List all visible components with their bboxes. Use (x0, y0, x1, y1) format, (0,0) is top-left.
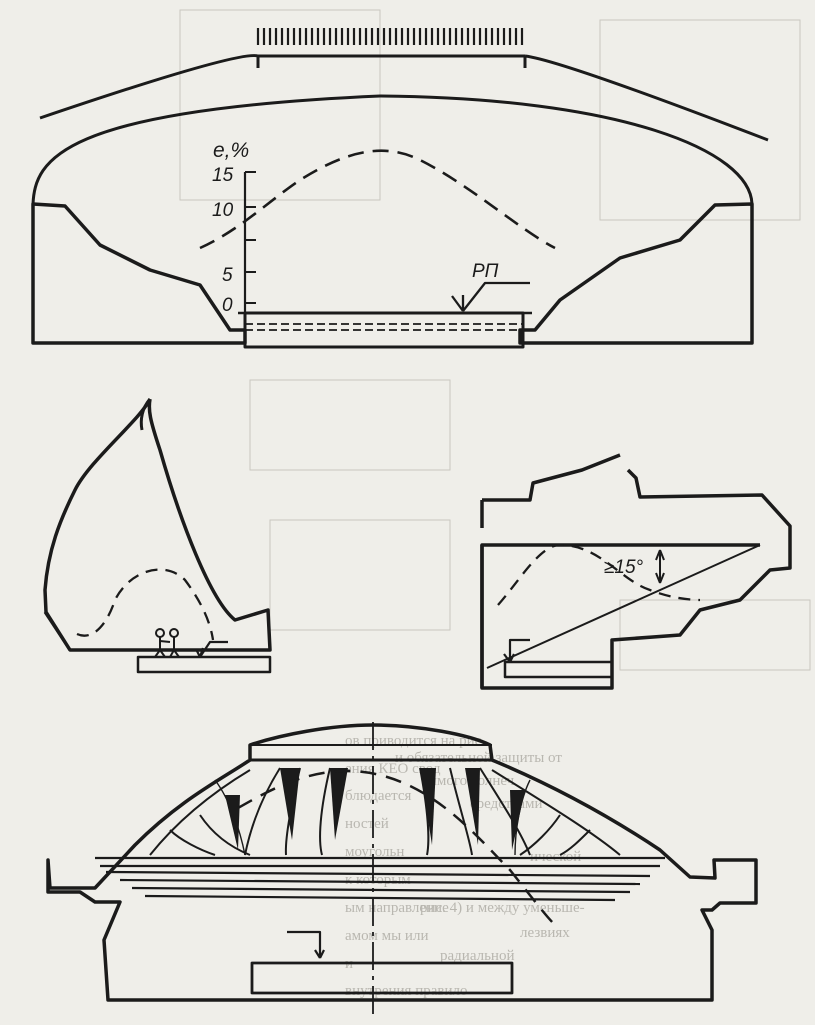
y-tick-label: 15 (212, 165, 234, 186)
work-table-right (503, 660, 614, 679)
sail-outer (43, 398, 272, 652)
background-text-line: ностей (345, 816, 389, 832)
background-text-line: радиальной (440, 948, 515, 964)
background-text-line: моугольн (345, 844, 404, 860)
dome-outline (46, 723, 758, 1002)
section-walls (31, 202, 754, 345)
sail-dashed-curve (76, 568, 215, 641)
building-section-right (480, 453, 792, 690)
people-figures (154, 628, 180, 658)
shell-ribs (149, 767, 621, 856)
figure-bottom (46, 722, 758, 1020)
figure-middle-right-labels: ≥15° (604, 557, 644, 578)
work-table (136, 655, 272, 674)
work-plane-arrow (451, 281, 530, 312)
background-text-line: средствами (470, 796, 543, 812)
background-text-line: ым направление (345, 900, 449, 916)
background-text-line: к которым (345, 872, 411, 888)
background-text-line: внутрения правило (345, 983, 468, 999)
background-text-line: блюдается (345, 788, 412, 804)
roof-outer (39, 54, 769, 142)
skylight-grille (256, 28, 524, 45)
figure-top (31, 28, 769, 349)
work-plane-label: РП (472, 261, 499, 282)
figure-top-labels: e,% 15 10 5 0 РП (212, 139, 499, 316)
background-text-line: амом мы или (345, 928, 428, 944)
daylight-factor-curve (199, 149, 556, 250)
louver-blades (225, 768, 525, 850)
background-text-line: лезвиях (520, 925, 570, 941)
work-table-bottom (250, 961, 514, 995)
daylight-curve-bottom (237, 769, 556, 926)
angle-arrow (655, 549, 665, 584)
slab-lines (95, 856, 665, 902)
y-tick-label: 10 (212, 200, 234, 221)
vault-inner (31, 94, 754, 205)
background-text-line: и обязательной защиты от (395, 750, 562, 766)
y-axis-label: e,% (213, 139, 249, 162)
sail-inner-curve (139, 398, 152, 431)
daylight-curve-right (497, 543, 701, 606)
figure-middle-left (43, 398, 272, 674)
y-tick-label: 0 (222, 295, 233, 316)
angle-label: ≥15° (604, 557, 644, 578)
figure-middle-right (480, 453, 792, 690)
y-tick-label: 5 (222, 265, 233, 286)
sky-diagonal (486, 544, 761, 669)
